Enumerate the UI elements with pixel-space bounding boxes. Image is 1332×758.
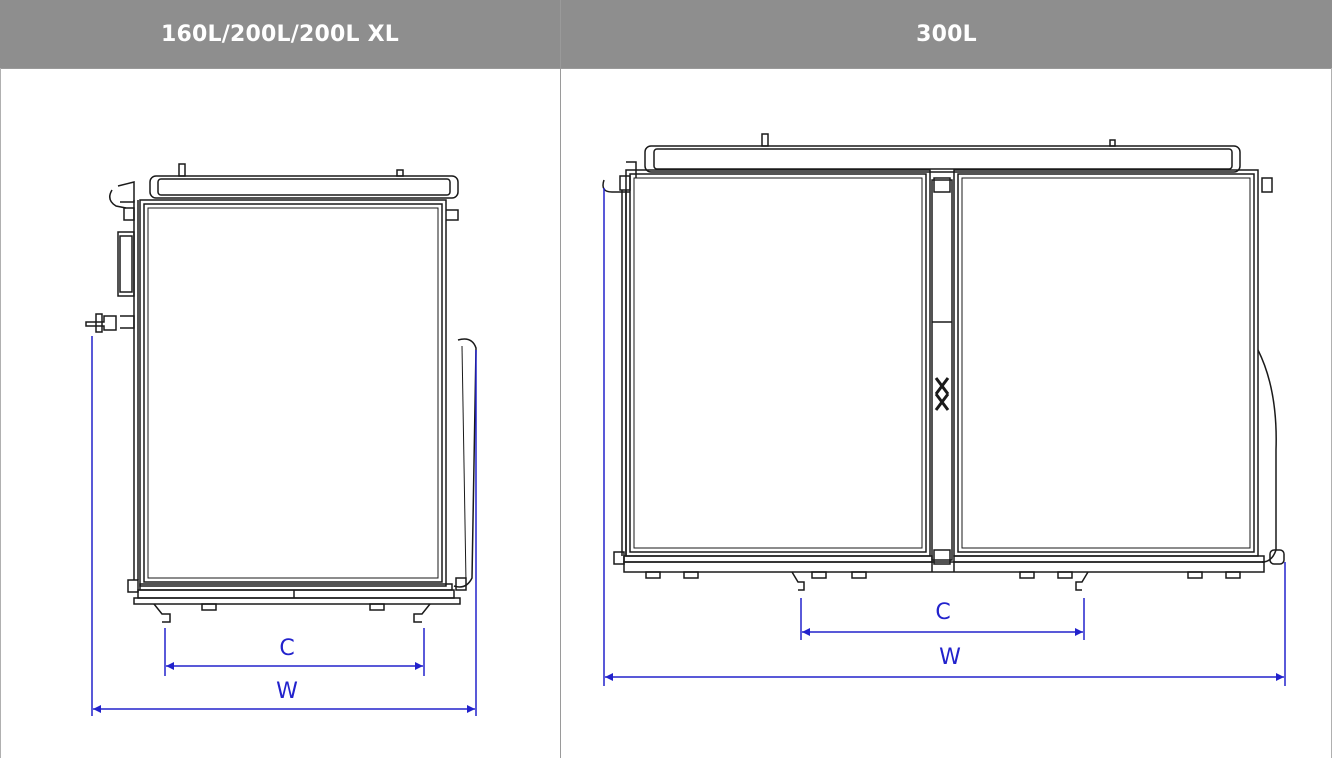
left-unit-body: [85, 163, 477, 623]
left-dimension-c-label: C: [279, 636, 294, 661]
column-border-left: [0, 68, 1, 758]
column-divider: [560, 0, 561, 758]
header-small-models: 160L/200L/200L XL: [0, 0, 560, 68]
right-dimension-lines: [603, 188, 1286, 686]
right-dimension-w-label: W: [939, 645, 961, 670]
right-unit-body: [602, 133, 1285, 591]
right-dimension-c-label: C: [935, 600, 950, 625]
header-rule: [0, 68, 1332, 69]
left-dimension-lines: [91, 336, 477, 716]
header-300l-model: 300L: [561, 0, 1332, 68]
left-dimension-w-label: W: [276, 679, 298, 704]
